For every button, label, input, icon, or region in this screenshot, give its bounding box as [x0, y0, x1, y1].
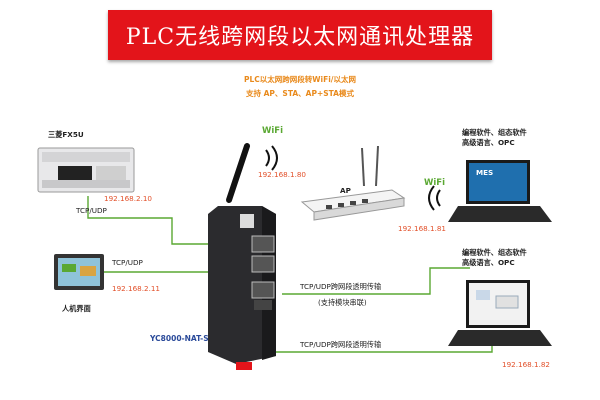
gateway-ip: 192.168.1.80	[258, 170, 307, 179]
gateway-graphic	[208, 143, 278, 370]
laptop1-screen-text: MES	[476, 168, 494, 177]
hmi-graphic	[54, 254, 104, 290]
hmi-ip: 192.168.2.11	[112, 284, 161, 293]
bottom-link-label: TCP/UDP跨网段透明传输	[300, 340, 382, 349]
router-graphic	[300, 145, 406, 221]
laptop1-ip: 192.168.1.81	[398, 224, 447, 233]
connection-lines	[87, 196, 493, 353]
laptop1-graphic	[428, 160, 552, 222]
laptop2-bottom-line	[265, 344, 493, 353]
gateway-wifi-label: WiFi	[262, 126, 284, 136]
subtitle-line-1: PLC以太网跨网段转WiFi/以太网	[243, 75, 357, 84]
laptop1-software: 编程软件、组态软件 高级语言、OPC	[462, 128, 527, 148]
laptop2-ip: 192.168.1.82	[502, 360, 551, 369]
hmi-label: 人机界面	[62, 304, 91, 313]
title-banner: PLC无线跨网段以太网通讯处理器	[108, 10, 492, 60]
laptop2-software: 编程软件、组态软件 高级语言、OPC	[462, 248, 527, 268]
laptop2-link-line	[282, 267, 470, 295]
middle-link-note: (支持模块串联)	[318, 298, 367, 307]
laptop1-line-2: 高级语言、OPC	[462, 138, 515, 147]
router-label: AP	[340, 186, 351, 195]
plc-ip: 192.168.2.10	[104, 194, 153, 203]
plc-label: 三菱FX5U	[48, 130, 84, 139]
plc-link-label: TCP/UDP	[76, 206, 107, 215]
laptop2-line-1: 编程软件、组态软件	[462, 248, 527, 257]
laptop2-graphic	[448, 280, 552, 346]
subtitle-line-2: 支持 AP、STA、AP+STA模式	[246, 89, 354, 98]
laptop2-line-2: 高级语言、OPC	[462, 258, 515, 267]
plc-link-line	[87, 196, 252, 245]
laptop1-line-1: 编程软件、组态软件	[462, 128, 527, 137]
plc-device-graphic	[37, 147, 135, 193]
middle-link-label: TCP/UDP跨网段透明传输	[300, 282, 382, 291]
gateway-model: YC8000-NAT-S	[150, 334, 209, 343]
banner-title: PLC无线跨网段以太网通讯处理器	[125, 25, 475, 50]
laptop1-wifi-label: WiFi	[424, 178, 446, 188]
hmi-link-label: TCP/UDP	[112, 258, 143, 267]
